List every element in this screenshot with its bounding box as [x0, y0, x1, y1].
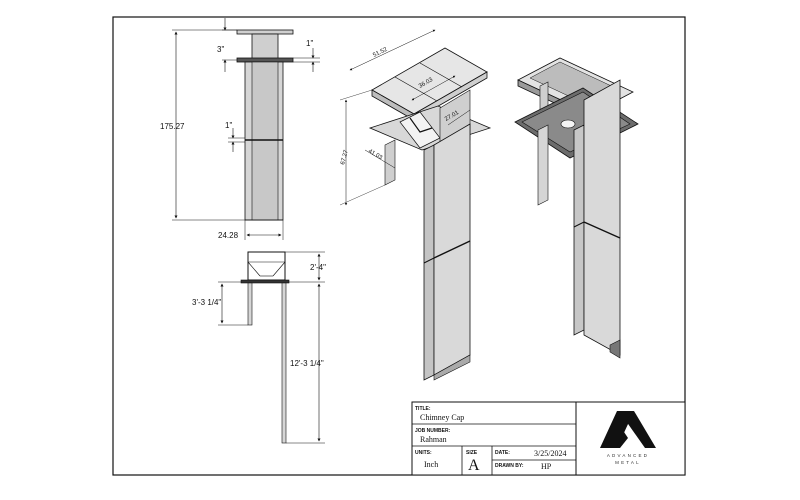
iso-length-label: 51.52	[372, 47, 389, 59]
size-value: A	[468, 457, 480, 474]
width-label: 24.28	[218, 231, 239, 240]
total-height-label: 175.27	[160, 122, 185, 131]
flange-height-label: 3'-3 1/4"	[192, 298, 221, 307]
cap-height-label: 2'-4"	[310, 263, 326, 272]
post-height-label: 12'-3 1/4"	[290, 359, 324, 368]
side-elevation-view	[240, 251, 290, 444]
units-label: UNITS:	[415, 450, 432, 456]
job-number-value: Rahman	[420, 435, 447, 444]
joint-offset-label: 1"	[225, 121, 232, 130]
units-value: Inch	[424, 460, 438, 469]
drawing-title: Chimney Cap	[420, 413, 464, 422]
brand-line1: ADVANCED	[607, 453, 649, 458]
title-label: TITLE:	[415, 406, 431, 412]
job-number-label: JOB NUMBER:	[415, 428, 451, 434]
logo-mark-icon	[600, 411, 634, 448]
brand-line2: METAL	[615, 460, 641, 465]
drawn-by-label: DRAWN BY:	[495, 463, 524, 469]
isometric-view-front	[368, 47, 492, 381]
side-elevation-dimensions: 2'-4" 3'-3 1/4" 12'-3 1/4"	[192, 251, 326, 444]
top-offset-label: 3"	[217, 45, 224, 54]
drawn-by-value: HP	[541, 462, 552, 471]
front-elevation-dimensions: 175.27 3" 1" 1" 24.28	[160, 18, 320, 240]
sheet-border	[112, 16, 686, 476]
isometric-view-back	[514, 57, 639, 359]
date-label: DATE:	[495, 450, 510, 456]
side-offset-label: 1"	[306, 39, 313, 48]
front-elevation-view	[236, 29, 294, 221]
advanced-metal-logo: ADVANCED METAL	[600, 411, 656, 465]
date-value: 3/25/2024	[534, 449, 566, 458]
iso-height-label: 67.27	[340, 149, 350, 166]
size-label: SIZE	[466, 450, 478, 456]
